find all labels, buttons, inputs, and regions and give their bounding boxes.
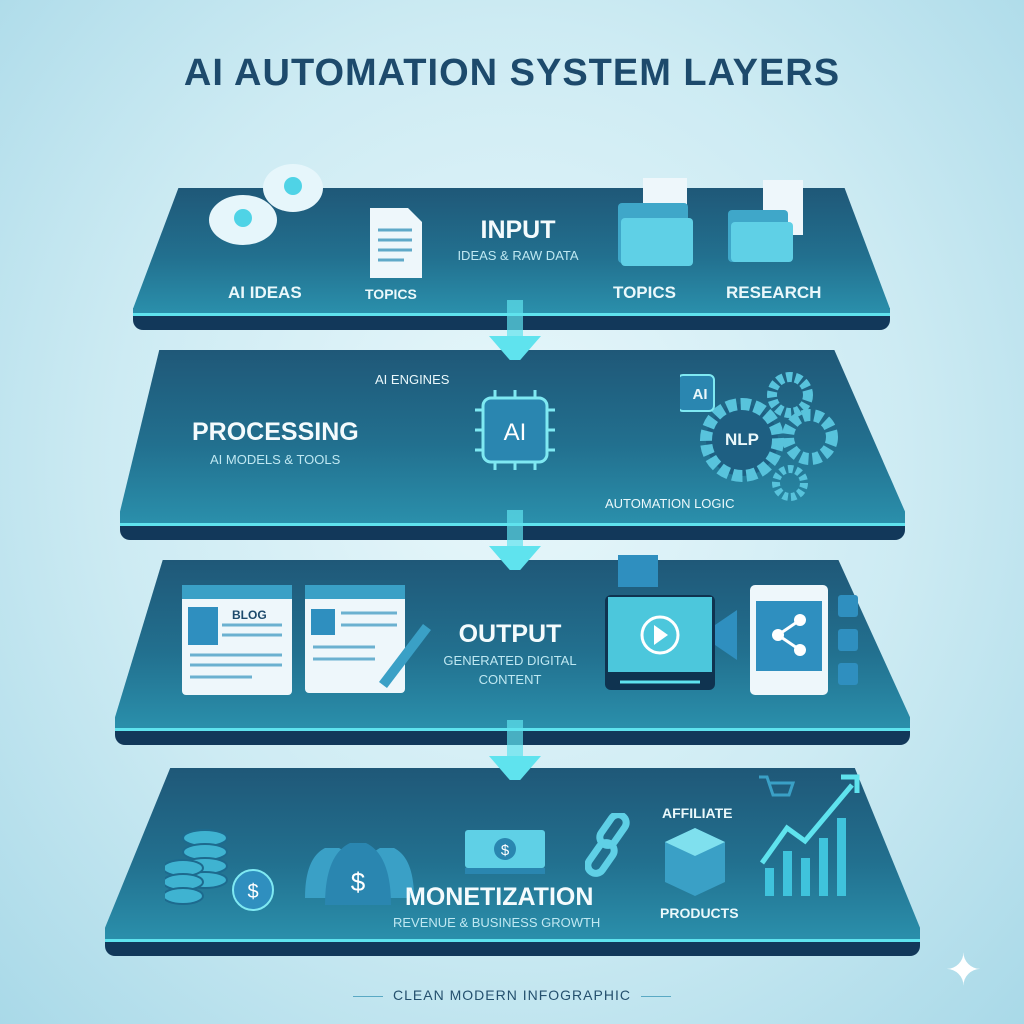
input-item-topics-2: TOPICS bbox=[613, 283, 676, 302]
svg-text:$: $ bbox=[501, 842, 510, 859]
arrow-down-icon bbox=[489, 300, 541, 360]
output-title: OUTPUT bbox=[458, 620, 562, 648]
product-box-icon bbox=[665, 828, 725, 896]
input-layer: INPUT IDEAS & RAW DATA AI IDEAS TOPICS T… bbox=[133, 164, 890, 330]
svg-text:$: $ bbox=[247, 881, 258, 903]
folder-icon bbox=[618, 178, 693, 266]
article-edit-icon bbox=[305, 585, 431, 693]
banknote-icon: $ bbox=[465, 830, 545, 874]
page-title: AI AUTOMATION SYSTEM LAYERS bbox=[183, 52, 841, 94]
output-layer: BLOG OUTPUT GENERATED DIGITAL CONTENT bbox=[115, 555, 910, 745]
automation-logic-label: AUTOMATION LOGIC bbox=[605, 496, 735, 511]
social-share-icon bbox=[750, 585, 858, 695]
input-item-ai-ideas: AI IDEAS bbox=[228, 283, 302, 302]
nlp-label: NLP bbox=[725, 430, 759, 449]
gears-icon bbox=[680, 372, 838, 501]
monetization-layer: $ $ $ MONETIZATION REVENUE & BUSINESS GR… bbox=[105, 768, 920, 956]
input-subtitle: IDEAS & RAW DATA bbox=[457, 248, 579, 263]
blog-label: BLOG bbox=[232, 608, 267, 622]
processing-title: PROCESSING bbox=[192, 418, 359, 446]
svg-text:AI: AI bbox=[504, 419, 527, 446]
svg-text:$: $ bbox=[351, 867, 366, 897]
processing-subtitle: AI MODELS & TOOLS bbox=[210, 452, 341, 467]
ai-small-chip-label: AI bbox=[692, 386, 708, 403]
products-label: PRODUCTS bbox=[660, 905, 739, 921]
research-folder-icon bbox=[728, 180, 803, 262]
monetization-subtitle: REVENUE & BUSINESS GROWTH bbox=[393, 915, 601, 930]
coin-stack-icon: $ bbox=[165, 829, 274, 911]
output-subtitle-line2: CONTENT bbox=[478, 672, 542, 687]
input-item-research: RESEARCH bbox=[726, 283, 822, 302]
video-camera-icon bbox=[605, 555, 737, 690]
arrow-down-icon bbox=[489, 510, 541, 570]
money-bags-icon: $ bbox=[305, 843, 414, 905]
chain-link-icon bbox=[585, 813, 630, 877]
output-subtitle-line1: GENERATED DIGITAL bbox=[443, 653, 577, 668]
processing-layer: AI AI NLP PROCESSING AI MODELS & TOOLS A… bbox=[120, 350, 905, 540]
affiliate-label: AFFILIATE bbox=[662, 805, 733, 821]
blog-window-icon bbox=[182, 585, 292, 695]
lightbulb-cloud-icon bbox=[209, 164, 323, 245]
growth-chart-icon bbox=[759, 774, 860, 896]
input-title: INPUT bbox=[480, 216, 556, 244]
monetization-title: MONETIZATION bbox=[405, 883, 594, 911]
input-item-topics: TOPICS bbox=[365, 286, 417, 302]
ai-engines-label: AI ENGINES bbox=[375, 372, 450, 387]
ai-chip-icon: AI bbox=[475, 390, 555, 470]
document-icon bbox=[370, 208, 422, 278]
arrow-down-icon bbox=[489, 720, 541, 780]
footer-caption: CLEAN MODERN INFOGRAPHIC bbox=[0, 987, 1024, 1003]
